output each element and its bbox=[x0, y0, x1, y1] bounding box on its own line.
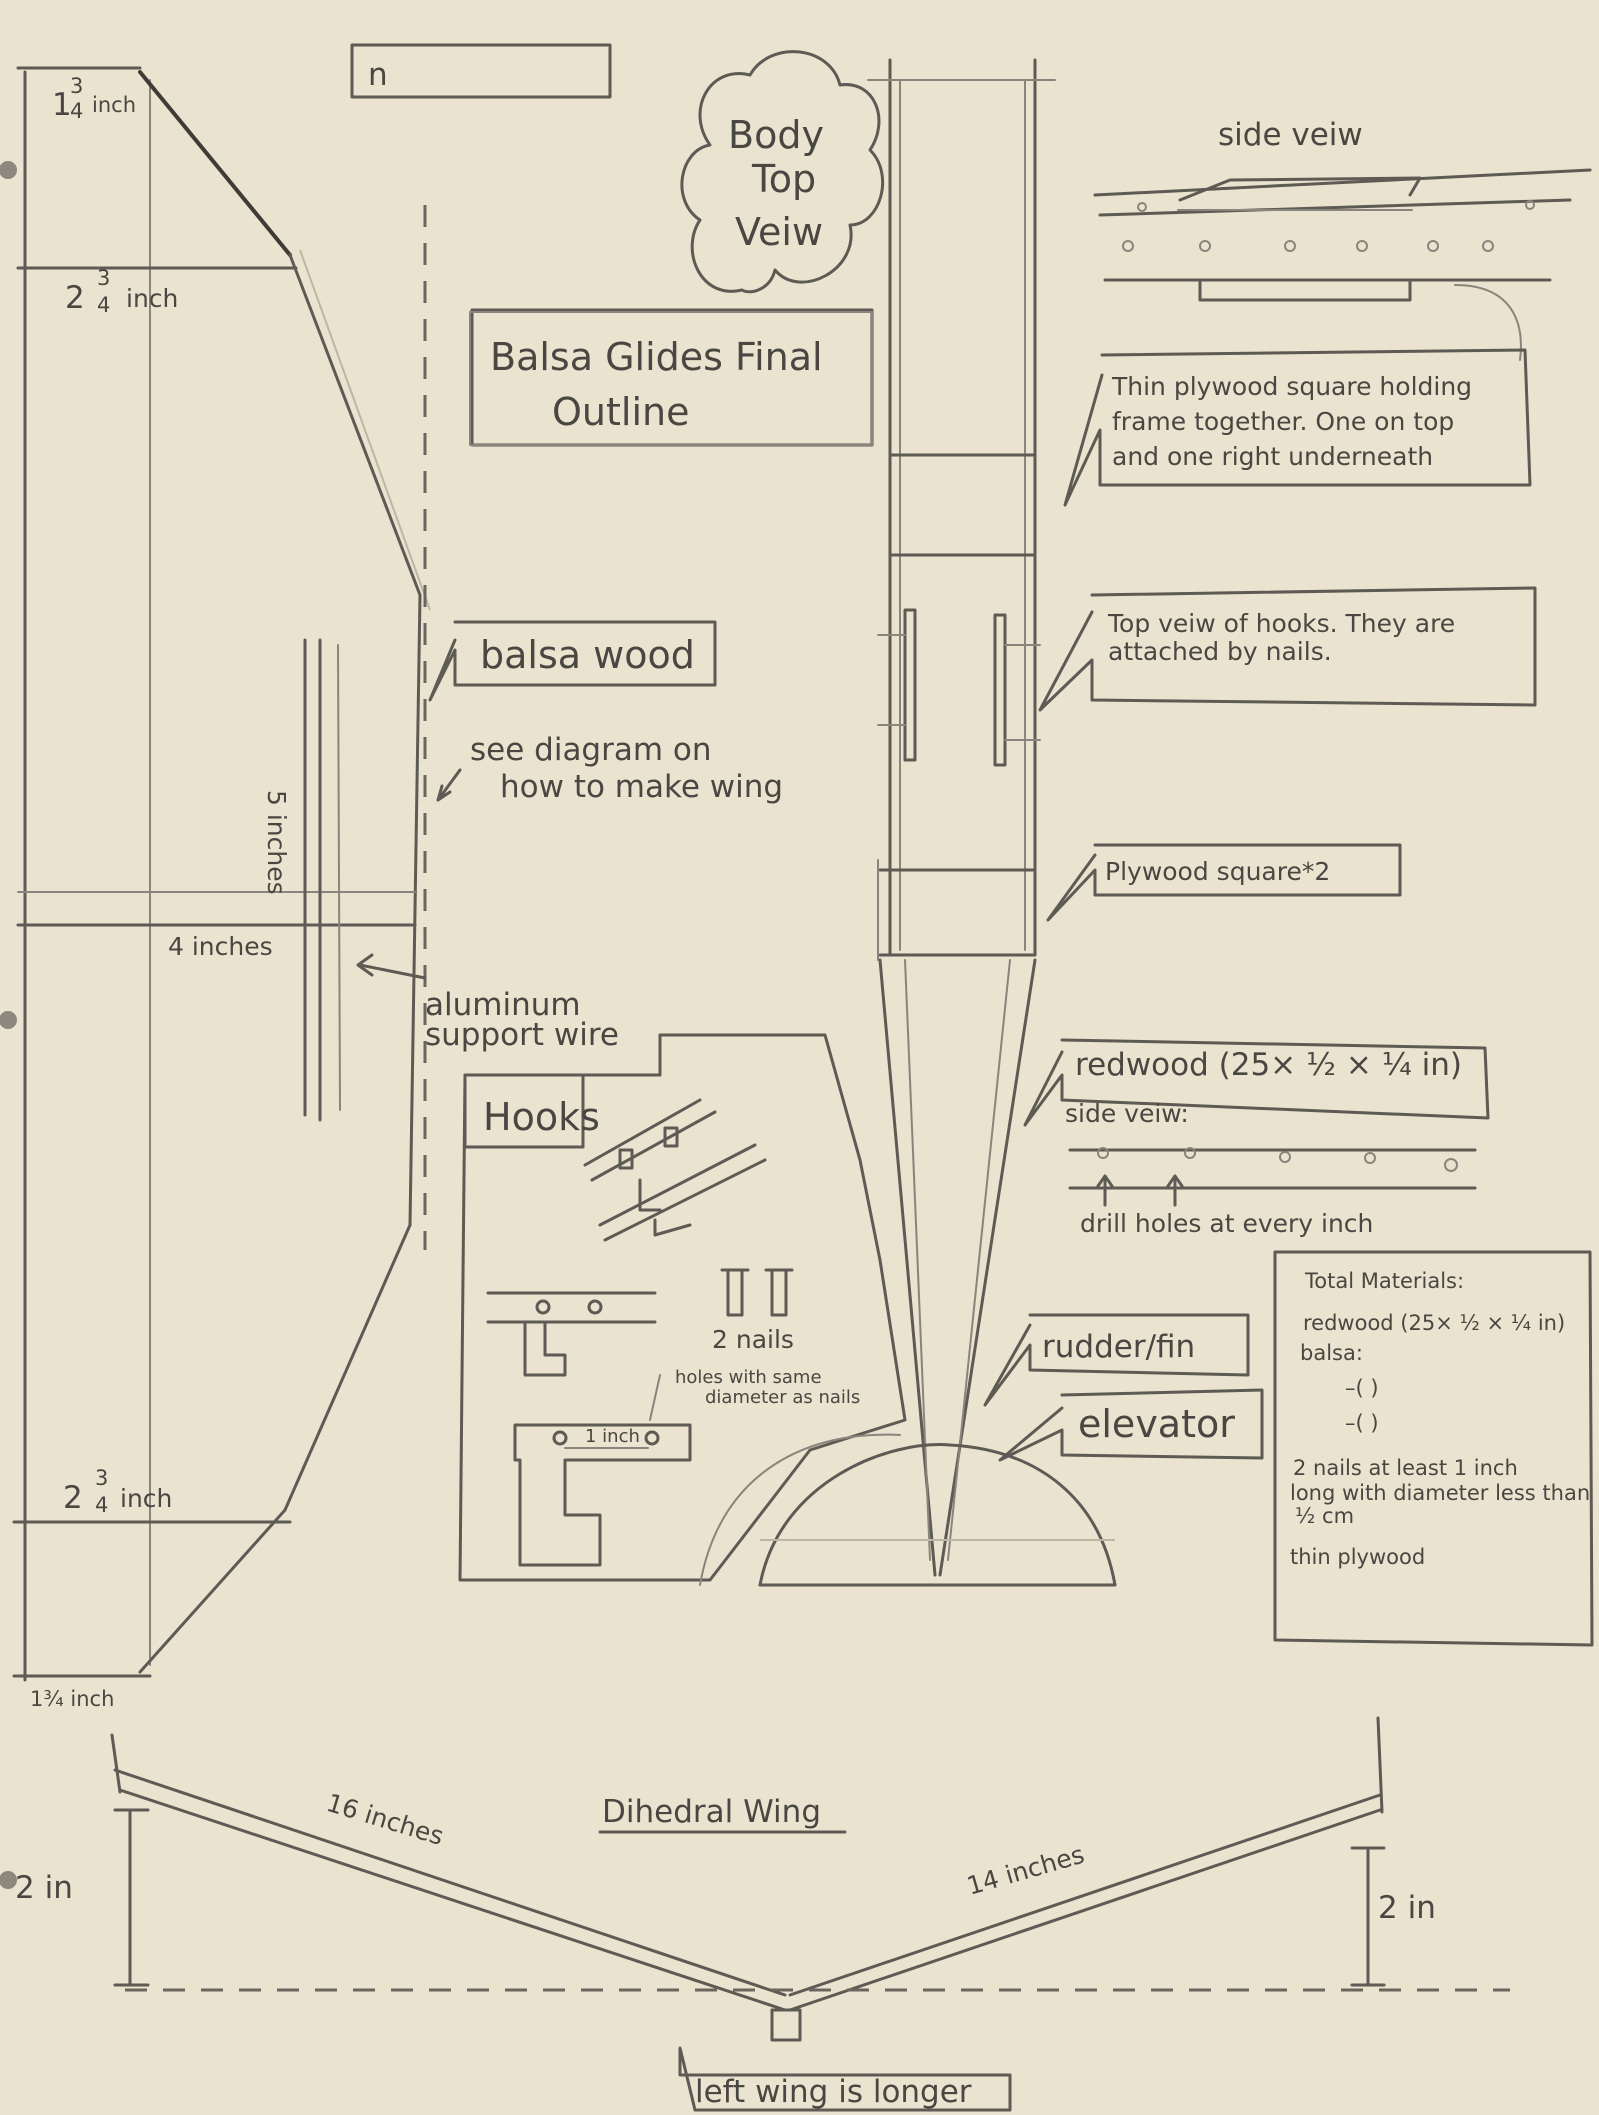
title-frame-shadow bbox=[469, 311, 873, 446]
svg-text:3: 3 bbox=[95, 1466, 108, 1490]
holes-note-line: diameter as nails bbox=[705, 1387, 860, 1408]
main-title-line: Outline bbox=[552, 390, 689, 434]
punch-hole bbox=[0, 1011, 17, 1029]
redwood-callout-frame bbox=[1023, 1038, 1490, 1127]
bottom-note-frame bbox=[678, 2046, 1012, 2112]
dihedral-left-height: 2 in bbox=[15, 1870, 73, 1906]
svg-text:inch: inch bbox=[126, 284, 178, 313]
hook-part-sketch bbox=[513, 1374, 692, 1567]
punch-hole bbox=[0, 161, 17, 179]
hooks-callout-line: Top veiw of hooks. They are bbox=[1107, 609, 1455, 638]
materials-item: 2 nails at least 1 inch bbox=[1293, 1456, 1518, 1480]
redwood-callout: redwood (25× ½ × ¼ in) bbox=[1075, 1047, 1462, 1083]
wing-note-line: see diagram on bbox=[470, 732, 712, 768]
wing-dimension-side: 5 inches bbox=[262, 790, 291, 895]
cloud-title-line: Body bbox=[728, 113, 824, 157]
dihedral-wing-sketch bbox=[110, 1716, 1510, 2042]
svg-text:inch: inch bbox=[120, 1484, 172, 1513]
nails-label: 2 nails bbox=[712, 1325, 794, 1354]
balsa-label: balsa wood bbox=[480, 633, 695, 677]
materials-item: –( ) bbox=[1345, 1376, 1379, 1400]
svg-text:4: 4 bbox=[95, 1493, 108, 1517]
side-callout-line: and one right underneath bbox=[1112, 442, 1433, 471]
main-title-line: Balsa Glides Final bbox=[490, 335, 823, 379]
svg-text:4: 4 bbox=[70, 99, 83, 123]
wing-dimension-top: 1 3 4 inch bbox=[52, 74, 136, 123]
wing-dimension-bottom: 1¾ inch bbox=[30, 1687, 114, 1711]
materials-frame bbox=[1273, 1250, 1594, 1647]
svg-text:inch: inch bbox=[92, 93, 136, 117]
hooks-callout-frame bbox=[1038, 586, 1537, 712]
scale-note: n bbox=[368, 57, 388, 93]
balsa-callout-frame bbox=[428, 620, 717, 702]
fuselage bbox=[699, 58, 1117, 1587]
hooks-frame bbox=[458, 1033, 907, 1582]
rudder-callout-frame bbox=[983, 1313, 1250, 1407]
side-view-sketch bbox=[1093, 168, 1592, 361]
materials-item: balsa: bbox=[1300, 1341, 1363, 1365]
side-view-title: side veiw bbox=[1218, 117, 1363, 153]
plywood-side-callout-frame bbox=[1063, 348, 1532, 507]
side-callout-line: Thin plywood square holding bbox=[1111, 372, 1472, 401]
materials-item: –( ) bbox=[1345, 1411, 1379, 1435]
hook-side-sketch bbox=[486, 1291, 657, 1377]
dihedral-left-span: 16 inches bbox=[323, 1788, 447, 1851]
note-frame bbox=[350, 43, 612, 99]
hooks-title: Hooks bbox=[483, 1095, 600, 1139]
hooks-callout-line: attached by nails. bbox=[1108, 637, 1332, 666]
plywood-callout-frame bbox=[1046, 843, 1402, 922]
materials-item: thin plywood bbox=[1290, 1545, 1425, 1569]
materials-item: redwood (25× ½ × ¼ in) bbox=[1303, 1311, 1565, 1335]
elevator-label: elevator bbox=[1078, 1402, 1235, 1446]
wing-note-arrow bbox=[436, 768, 462, 802]
inch-label: 1 inch bbox=[585, 1426, 640, 1447]
hook-sketch bbox=[583, 1098, 767, 1242]
wing-dimension-mid: 4 inches bbox=[168, 932, 273, 961]
nail-pair bbox=[720, 1268, 794, 1317]
svg-text:3: 3 bbox=[70, 74, 83, 98]
rudder-label: rudder/fin bbox=[1042, 1329, 1195, 1365]
elevator-callout-frame bbox=[998, 1388, 1264, 1462]
dihedral-title: Dihedral Wing bbox=[602, 1794, 821, 1830]
cloud-title-line: Top bbox=[751, 157, 816, 201]
svg-text:4: 4 bbox=[97, 293, 110, 317]
materials-title: Total Materials: bbox=[1304, 1269, 1464, 1293]
wing-plan bbox=[12, 66, 431, 1682]
holes-note-line: holes with same bbox=[675, 1367, 822, 1388]
redwood-side-sketch bbox=[1068, 1147, 1477, 1207]
side-callout-line: frame together. One on top bbox=[1112, 407, 1454, 436]
wing-dimension-upper: 2 3 4 inch bbox=[65, 266, 178, 317]
wire-label-line: support wire bbox=[425, 1017, 619, 1053]
svg-text:3: 3 bbox=[97, 266, 110, 290]
bottom-note: left wing is longer bbox=[695, 2074, 972, 2110]
wing-dimension-lower: 2 3 4 inch bbox=[63, 1466, 172, 1517]
svg-text:2: 2 bbox=[63, 1480, 83, 1516]
punch-hole bbox=[0, 1871, 17, 1889]
materials-item: ½ cm bbox=[1295, 1504, 1354, 1528]
svg-text:1: 1 bbox=[52, 87, 72, 123]
wire-label-line: aluminum bbox=[425, 987, 581, 1023]
svg-text:2: 2 bbox=[65, 280, 85, 316]
dihedral-right-span: 14 inches bbox=[964, 1840, 1088, 1901]
materials-item: long with diameter less than bbox=[1290, 1481, 1590, 1505]
drill-note: drill holes at every inch bbox=[1080, 1209, 1373, 1238]
dihedral-right-height: 2 in bbox=[1378, 1890, 1436, 1926]
wing-note-line: how to make wing bbox=[500, 769, 783, 805]
cloud-title-line: Veiw bbox=[735, 210, 823, 254]
plywood-callout: Plywood square*2 bbox=[1105, 857, 1330, 886]
redwood-side-label: side veiw: bbox=[1065, 1099, 1189, 1128]
cloud-bubble bbox=[680, 50, 885, 294]
hooks-title-frame bbox=[463, 1073, 585, 1149]
